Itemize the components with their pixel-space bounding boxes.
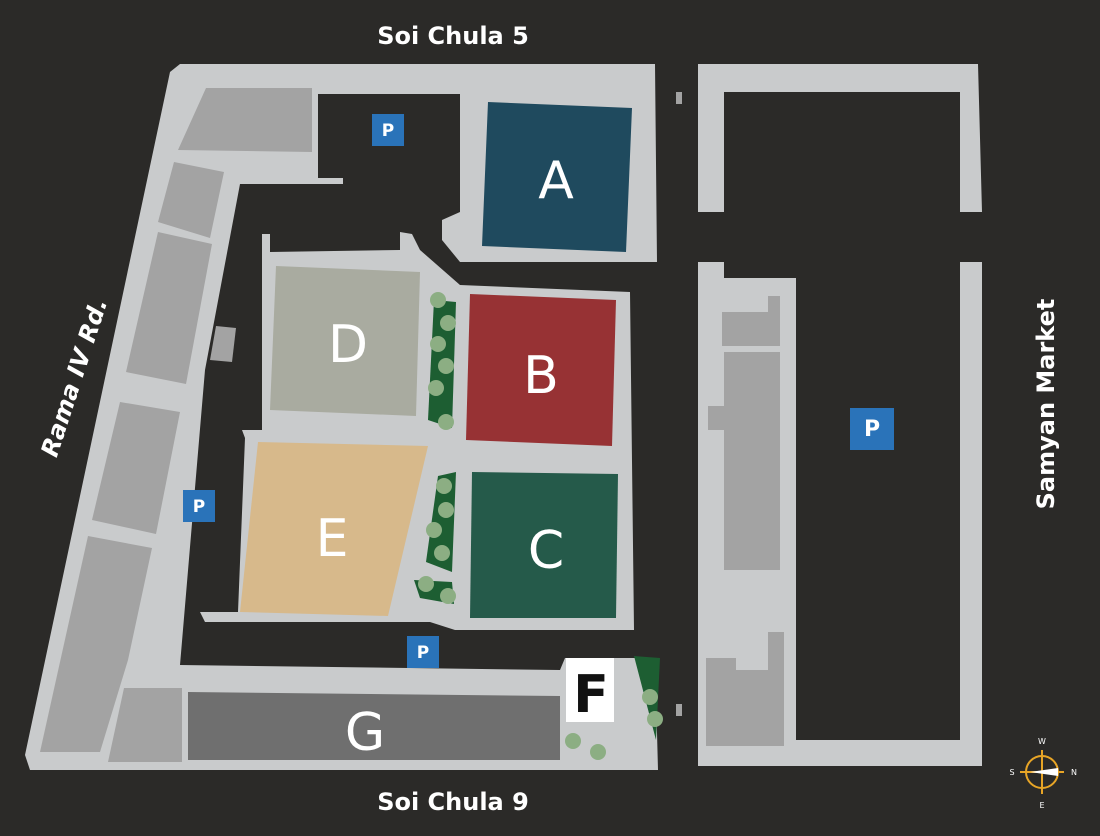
tree: [642, 689, 658, 705]
parking-sign-east: P: [850, 408, 894, 450]
structure: [708, 352, 780, 570]
structure: [210, 326, 236, 362]
tree: [647, 711, 663, 727]
east-ground-north: [698, 64, 982, 212]
parking-sign-north: P: [372, 114, 404, 146]
parking-sign-label: P: [382, 121, 394, 141]
tree: [565, 733, 581, 749]
west-structures: [40, 88, 784, 762]
post-north: [676, 92, 682, 104]
street-label-south: Soi Chula 9: [377, 788, 529, 816]
tree: [440, 588, 456, 604]
building-e: [240, 442, 428, 616]
compass-north-label: N: [1071, 768, 1077, 777]
compass-south-label: S: [1009, 768, 1014, 777]
tree: [440, 315, 456, 331]
building-g: [188, 692, 560, 760]
post-south: [676, 704, 682, 716]
tree: [590, 744, 606, 760]
tree: [430, 292, 446, 308]
parking-sign-bg: [407, 636, 439, 668]
building-d: [270, 266, 420, 416]
structure: [178, 88, 312, 152]
tree: [436, 478, 452, 494]
structure: [126, 232, 212, 384]
parking-sign-bg: [183, 490, 215, 522]
trees: [418, 292, 663, 760]
structure: [92, 402, 180, 534]
compass-east-label: E: [1039, 801, 1044, 810]
street-label-east: Samyan Market: [1032, 299, 1060, 510]
building-a: [482, 102, 632, 252]
building-a-label: A: [538, 151, 574, 211]
structure: [722, 296, 780, 346]
street-label-north: Soi Chula 5: [377, 22, 529, 50]
building-e-label: E: [316, 509, 349, 569]
tree: [428, 380, 444, 396]
tree: [434, 545, 450, 561]
parking-sign-bg: [850, 408, 894, 450]
building-b-label: B: [523, 346, 559, 406]
parking-sign-bg: [372, 114, 404, 146]
tree: [430, 336, 446, 352]
building-c: [470, 472, 618, 618]
parking-sign-west: P: [183, 490, 215, 522]
building-f: [566, 658, 614, 722]
tree: [438, 502, 454, 518]
structure: [706, 632, 784, 746]
compass: W E S N: [1009, 737, 1077, 810]
tree: [438, 414, 454, 430]
green-strip: [426, 472, 456, 572]
building-d-label: D: [328, 315, 368, 375]
tree: [418, 576, 434, 592]
parking-sign-south: P: [407, 636, 439, 668]
building-c-label: C: [528, 521, 564, 581]
parking-sign-label: P: [864, 417, 880, 442]
structure: [108, 688, 182, 762]
building-f-label: F: [573, 665, 609, 725]
building-g-label: G: [345, 703, 385, 763]
parking-sign-label: P: [417, 643, 429, 663]
building-b: [466, 294, 616, 446]
structure: [40, 536, 152, 752]
tree: [438, 358, 454, 374]
compass-west-label: W: [1038, 737, 1046, 746]
tree: [426, 522, 442, 538]
structure: [158, 162, 224, 238]
parking-sign-label: P: [193, 497, 205, 517]
compass-needle: [1030, 768, 1058, 776]
